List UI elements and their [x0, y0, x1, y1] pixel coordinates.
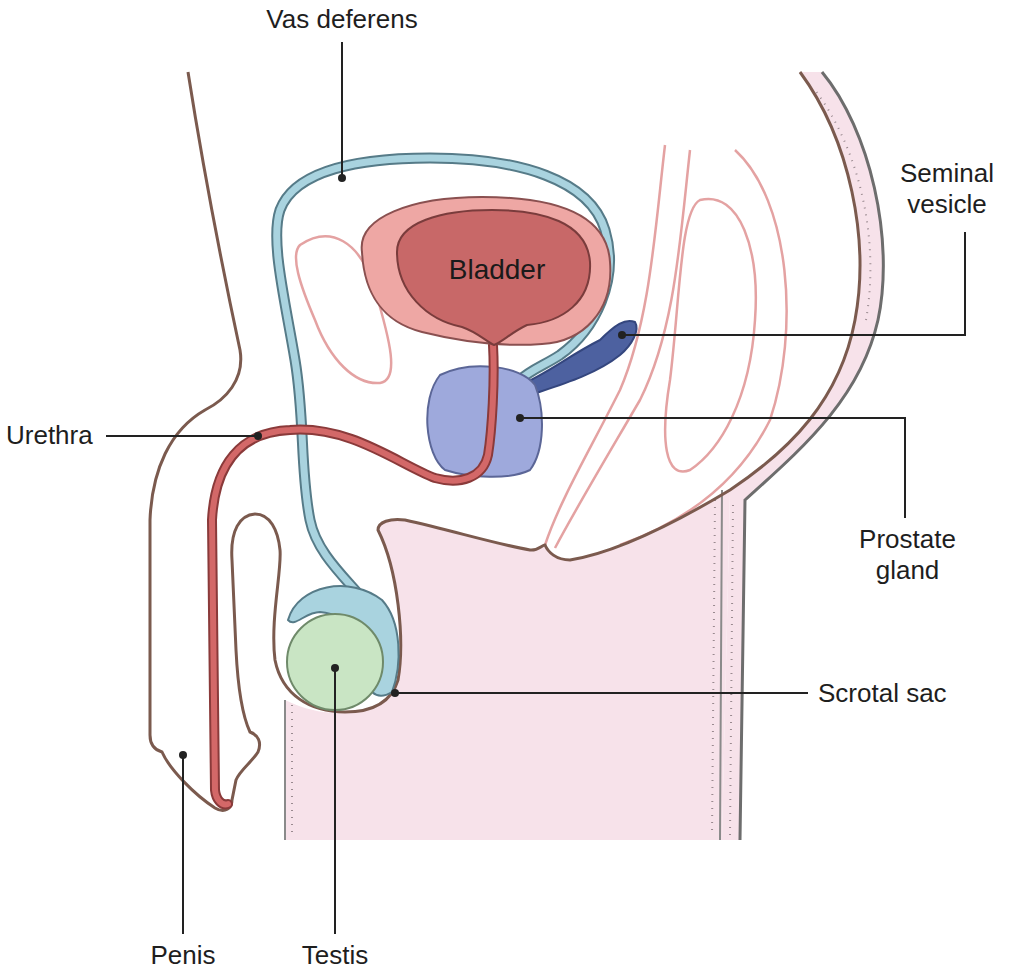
part-name: Prostate gland [845, 524, 970, 586]
leader-dot [618, 331, 626, 339]
part-name: Vas deferens [266, 4, 417, 35]
part-name: Seminal vesicle [888, 158, 1006, 220]
pelvic-curve [620, 150, 787, 545]
leader-lines [106, 42, 965, 934]
leader-line [341, 42, 343, 178]
organ-shape: Bladder [352, 192, 618, 352]
body-outline [150, 72, 860, 810]
leader-dot [516, 414, 524, 422]
leader-dot [391, 689, 399, 697]
part-name: Testis [302, 940, 368, 971]
bladder-inner [397, 210, 590, 345]
body-fill [285, 490, 730, 840]
leader-line [334, 668, 336, 934]
leader-dot [338, 174, 346, 182]
vas-tube [277, 158, 610, 640]
part-name: Penis [150, 940, 215, 971]
leader-line [622, 232, 965, 335]
vas-tube-edge [277, 158, 610, 640]
leader-line [106, 435, 258, 437]
urethra-tube [212, 345, 494, 804]
leader-line [182, 755, 184, 934]
leader-dot [254, 432, 262, 440]
bladder-wall [362, 197, 611, 345]
pelvis-outline [296, 145, 787, 548]
leader-dot [331, 664, 339, 672]
urethra-edge [212, 345, 494, 804]
part-name: Scrotal sac [818, 678, 947, 709]
edge-line [285, 490, 722, 840]
leader-dots [179, 174, 626, 759]
leader-dot [179, 751, 187, 759]
part-name: Urethra [6, 420, 93, 451]
leader-line [520, 418, 905, 518]
organ-label: Bladder [449, 254, 546, 286]
leader-line [395, 692, 808, 694]
